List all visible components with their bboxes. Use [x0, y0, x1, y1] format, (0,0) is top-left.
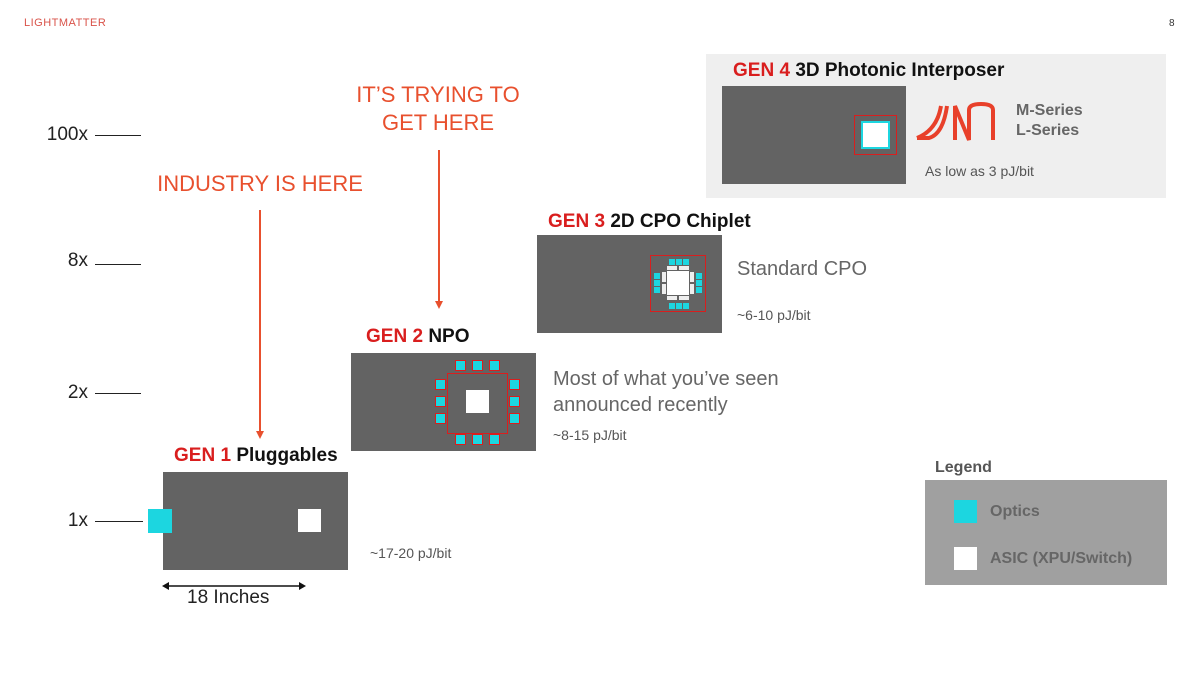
- page-number: 8: [1169, 18, 1175, 29]
- gen1-title: GEN 1 Pluggables: [174, 445, 338, 466]
- chiplet-package-outline: [650, 255, 706, 312]
- y-label-1x: 1x: [67, 510, 88, 531]
- y-tick: [95, 521, 143, 522]
- gen2-energy: ~8-15 pJ/bit: [553, 427, 627, 443]
- legend-label-optics: Optics: [990, 503, 1040, 520]
- lightmatter-logo: LIGHTMATTER: [24, 17, 107, 29]
- dimension-arrow-icon: [162, 582, 306, 590]
- legend-swatch-asic: [954, 547, 977, 570]
- gen1-energy: ~17-20 pJ/bit: [370, 545, 452, 561]
- gen3-board: [537, 235, 722, 333]
- asic-on-interposer: [861, 121, 890, 149]
- asic-chip: [667, 271, 689, 295]
- gen4-energy: As low as 3 pJ/bit: [925, 163, 1034, 179]
- y-label-8x: 8x: [67, 250, 88, 271]
- arrow-line: [259, 210, 261, 432]
- gen3-title: GEN 3 2D CPO Chiplet: [548, 211, 751, 232]
- y-label-100x: 100x: [46, 124, 88, 145]
- y-tick: [95, 135, 141, 136]
- trying-annotation: IT’S TRYING TO GET HERE: [356, 82, 520, 135]
- optics-module: [148, 509, 172, 533]
- gen2-title: GEN 2 NPO: [366, 326, 470, 347]
- package-outline: [447, 373, 508, 434]
- gen3-description: Standard CPO: [737, 258, 868, 280]
- asic-chip: [466, 390, 489, 413]
- gen4-title: GEN 4 3D Photonic Interposer: [733, 60, 1005, 81]
- gen3-energy: ~6-10 pJ/bit: [737, 307, 811, 323]
- interposer-outline: [854, 115, 897, 155]
- legend: Optics ASIC (XPU/Switch): [925, 480, 1167, 585]
- y-tick: [95, 264, 141, 265]
- arrow-line: [438, 150, 440, 302]
- asic-chip: [298, 509, 321, 532]
- arrow-head-icon: [435, 301, 443, 309]
- gen4-board: [722, 86, 906, 184]
- y-label-2x: 2x: [67, 382, 88, 403]
- industry-annotation: INDUSTRY IS HERE: [157, 171, 363, 196]
- y-tick: [95, 393, 141, 394]
- legend-swatch-optics: [954, 500, 977, 523]
- gen2-board: [351, 353, 536, 451]
- legend-label-asic: ASIC (XPU/Switch): [990, 550, 1133, 567]
- dimension-label: 18 Inches: [187, 587, 270, 608]
- legend-title: Legend: [935, 459, 992, 476]
- lightmatter-lm-logo-icon: [916, 101, 995, 141]
- arrow-head-icon: [256, 431, 264, 439]
